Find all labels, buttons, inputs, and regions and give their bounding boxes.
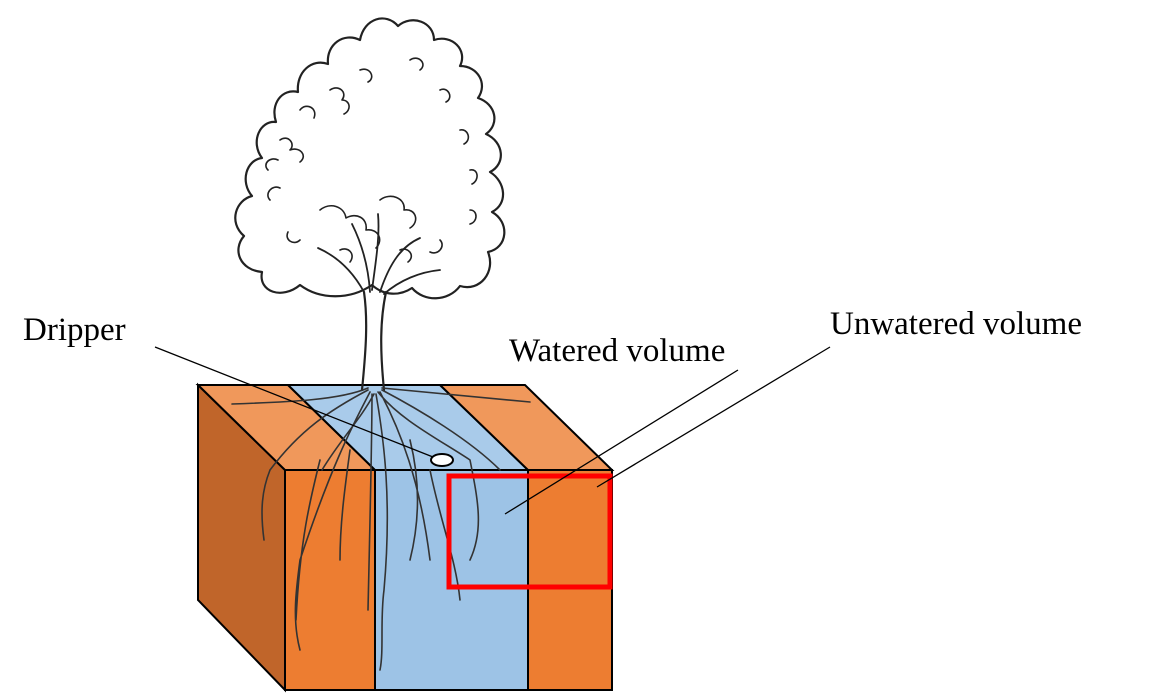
tree-canopy <box>234 17 506 300</box>
soil-block <box>195 382 615 693</box>
watered-volume-leader-line <box>504 369 739 515</box>
highlight-box <box>446 473 613 590</box>
watered-volume-label: Watered volume <box>509 333 725 369</box>
leader-lines <box>154 346 831 515</box>
tree-illustration <box>234 17 506 392</box>
tree-branches <box>317 213 441 295</box>
dripper-icon <box>430 453 454 467</box>
root-lines <box>231 387 531 671</box>
tree-roots <box>231 387 531 671</box>
tree-canopy-texture <box>265 57 478 263</box>
soil-front-right <box>527 469 613 691</box>
unwatered-volume-label: Unwatered volume <box>830 306 1082 342</box>
unwatered-volume-leader-line <box>596 346 831 488</box>
dripper-leader-line <box>154 346 434 458</box>
dripper-label: Dripper <box>23 312 126 348</box>
soil-front-left <box>284 469 376 691</box>
tree-trunk <box>360 290 388 392</box>
